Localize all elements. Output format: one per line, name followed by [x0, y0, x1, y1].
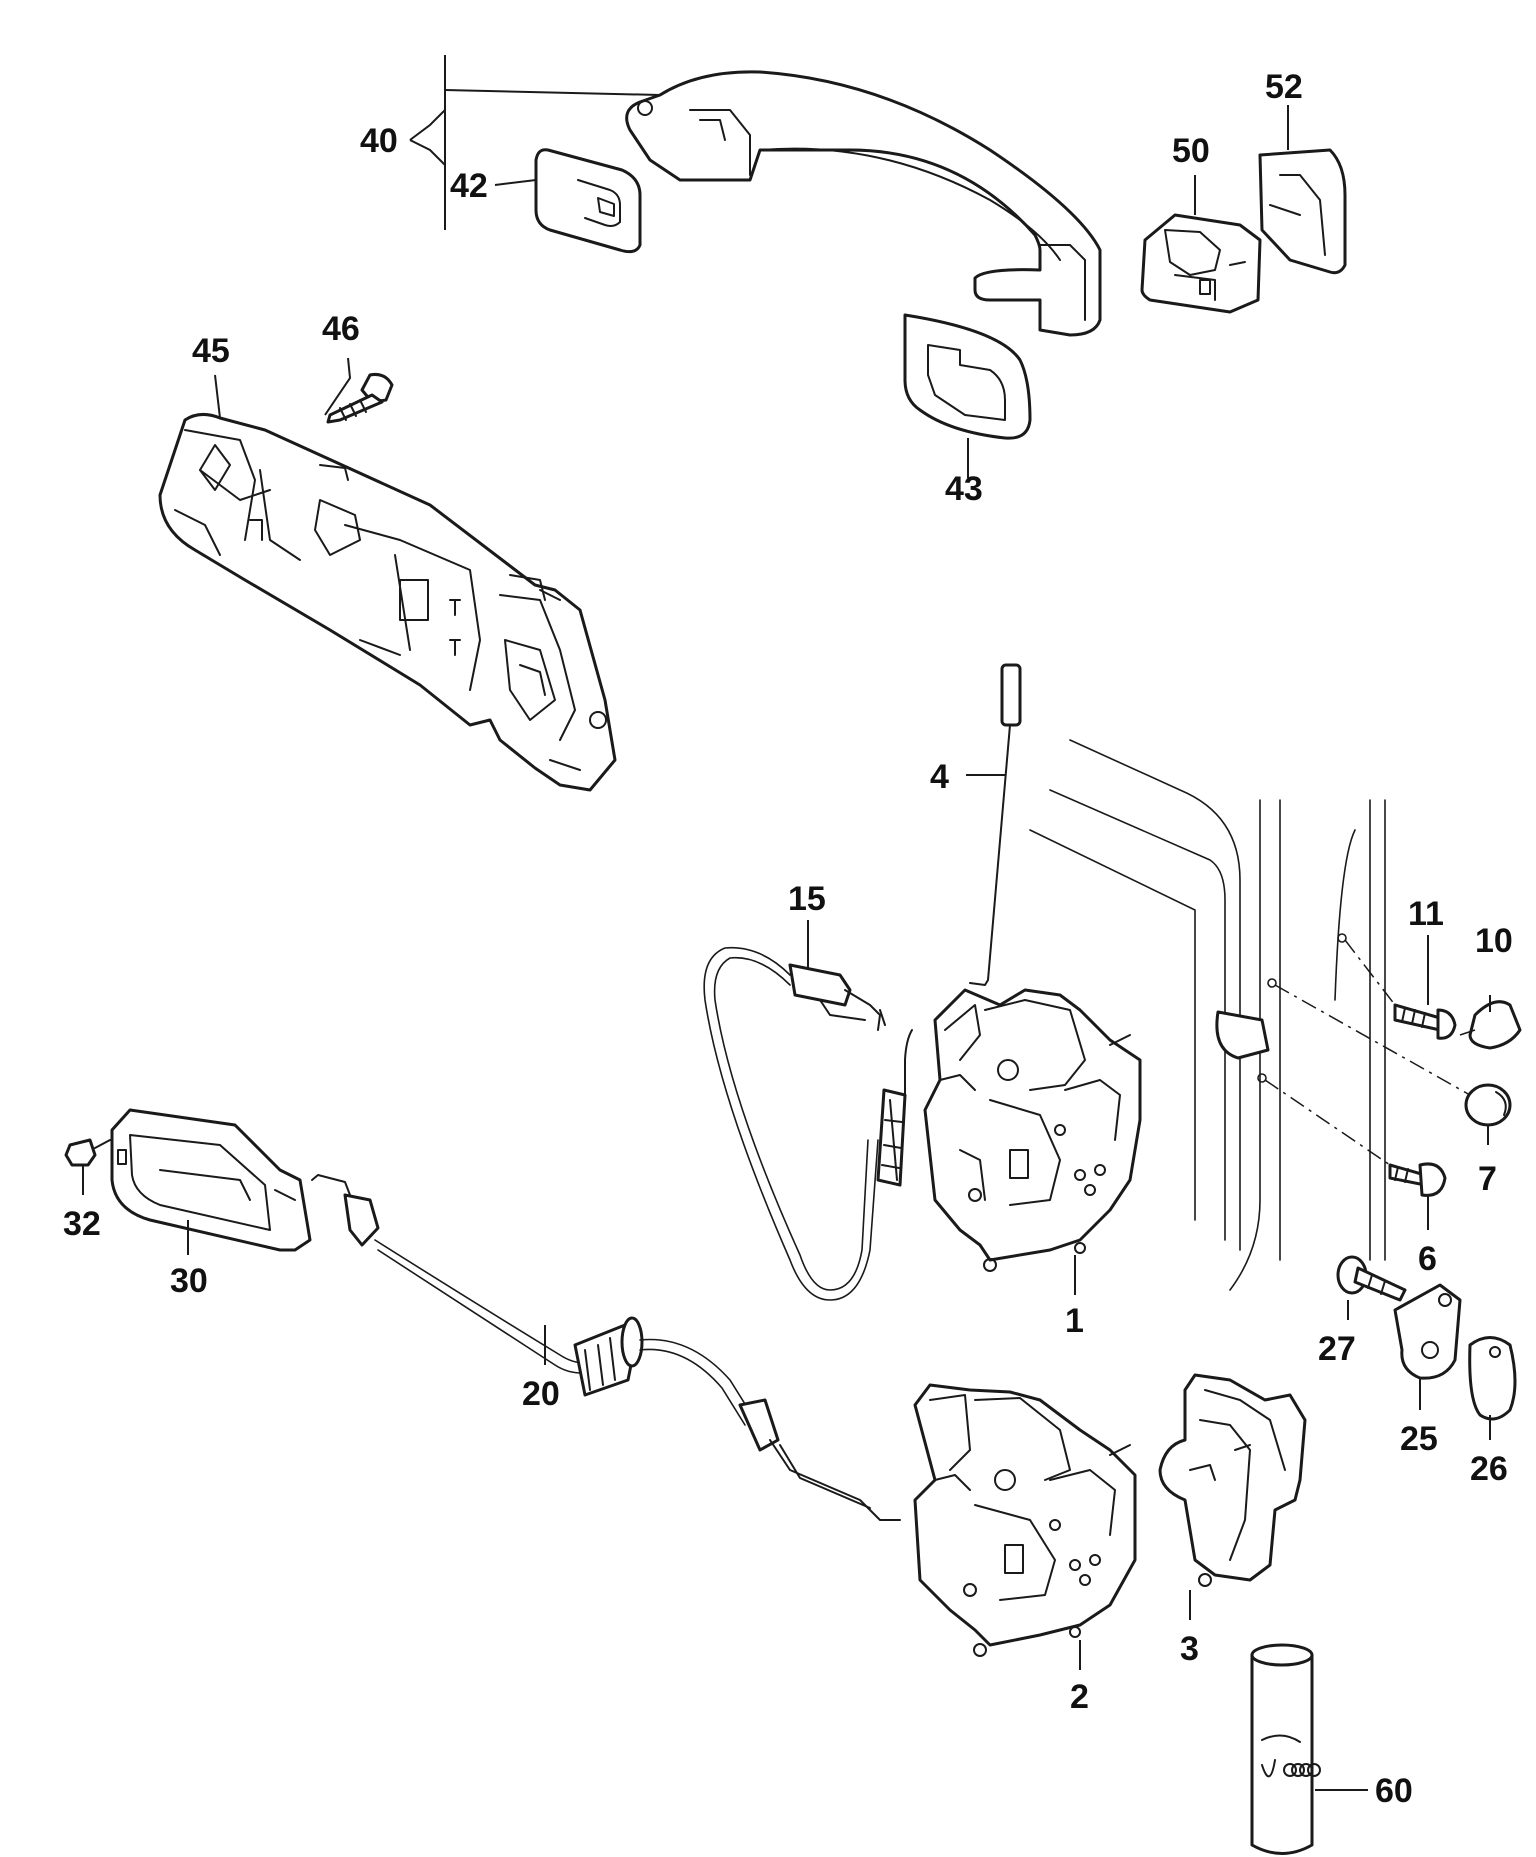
inner-release-cable: [311, 1174, 901, 1521]
screw-46: [326, 373, 394, 424]
bolt-6: [1388, 1162, 1447, 1197]
label-6: 6: [1418, 1240, 1437, 1278]
label-32: 32: [63, 1205, 101, 1243]
plate-26: [1468, 1336, 1517, 1421]
rear-handle-gasket: [903, 313, 1032, 440]
label-10: 10: [1475, 922, 1513, 960]
cap-10: [1468, 1000, 1522, 1050]
lock-cover: [1158, 1373, 1307, 1587]
label-27: 27: [1318, 1330, 1356, 1368]
release-cable-15: [703, 946, 913, 1301]
lock-cylinder: [1140, 213, 1262, 314]
label-15: 15: [788, 880, 826, 918]
label-43: 43: [945, 470, 983, 508]
label-11: 11: [1408, 895, 1444, 933]
door-lock-2: [913, 1383, 1137, 1657]
label-42: 42: [450, 167, 488, 205]
label-50: 50: [1172, 132, 1210, 170]
label-30: 30: [170, 1262, 208, 1300]
door-frame-outline: [1029, 739, 1386, 1291]
label-2: 2: [1070, 1678, 1089, 1716]
bolt-27: [1336, 1255, 1407, 1302]
inner-door-handle: [110, 1108, 312, 1252]
lock-rod: [969, 663, 1022, 986]
label-25: 25: [1400, 1420, 1438, 1458]
handle-bracket: [158, 413, 617, 792]
front-handle-gasket: [534, 148, 642, 254]
lock-cylinder-cap: [1258, 148, 1347, 275]
clip-32: [64, 1138, 111, 1167]
screw-11: [1393, 1003, 1457, 1040]
lubricant-can: [1250, 1643, 1321, 1855]
label-46: 46: [322, 310, 360, 348]
leader-lines: [82, 55, 1491, 1791]
label-4: 4: [930, 758, 949, 796]
label-26: 26: [1470, 1450, 1508, 1488]
door-lock-1: [923, 988, 1142, 1272]
label-45: 45: [192, 332, 230, 370]
label-7: 7: [1478, 1160, 1497, 1198]
plug-7: [1464, 1083, 1512, 1127]
label-20: 20: [522, 1375, 560, 1413]
alignment-lines: [1257, 933, 1476, 1166]
label-40: 40: [360, 122, 398, 160]
label-1: 1: [1065, 1302, 1084, 1340]
label-3: 3: [1180, 1630, 1199, 1668]
label-60: 60: [1375, 1772, 1413, 1810]
striker-25: [1393, 1283, 1462, 1380]
label-52: 52: [1265, 68, 1303, 106]
outer-door-handle: [625, 70, 1102, 337]
part-number-labels: 40 42 52 50 45 46 43 4 15 11 10 7 6 1 32…: [63, 68, 1513, 1810]
